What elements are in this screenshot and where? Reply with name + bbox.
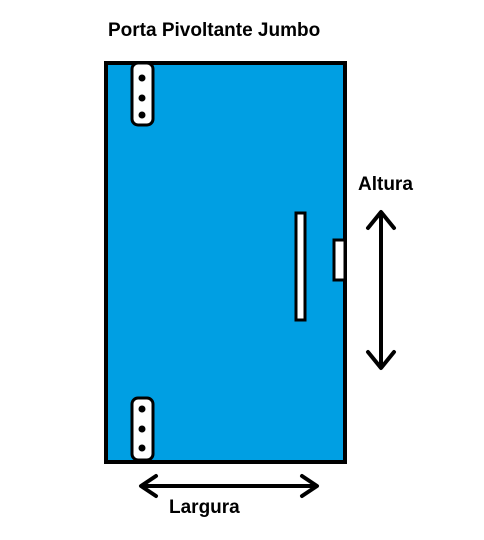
height-label: Altura [358,174,413,195]
top-pivot-hinge-icon [130,61,155,127]
diagram-title: Porta Pivoltante Jumbo [108,20,321,41]
height-arrow-icon [366,210,396,370]
width-arrow-icon [139,474,319,498]
width-label: Largura [169,497,240,518]
door-lock-icon [332,238,347,282]
bottom-pivot-hinge-icon [130,396,155,462]
door-handle-icon [294,211,307,322]
